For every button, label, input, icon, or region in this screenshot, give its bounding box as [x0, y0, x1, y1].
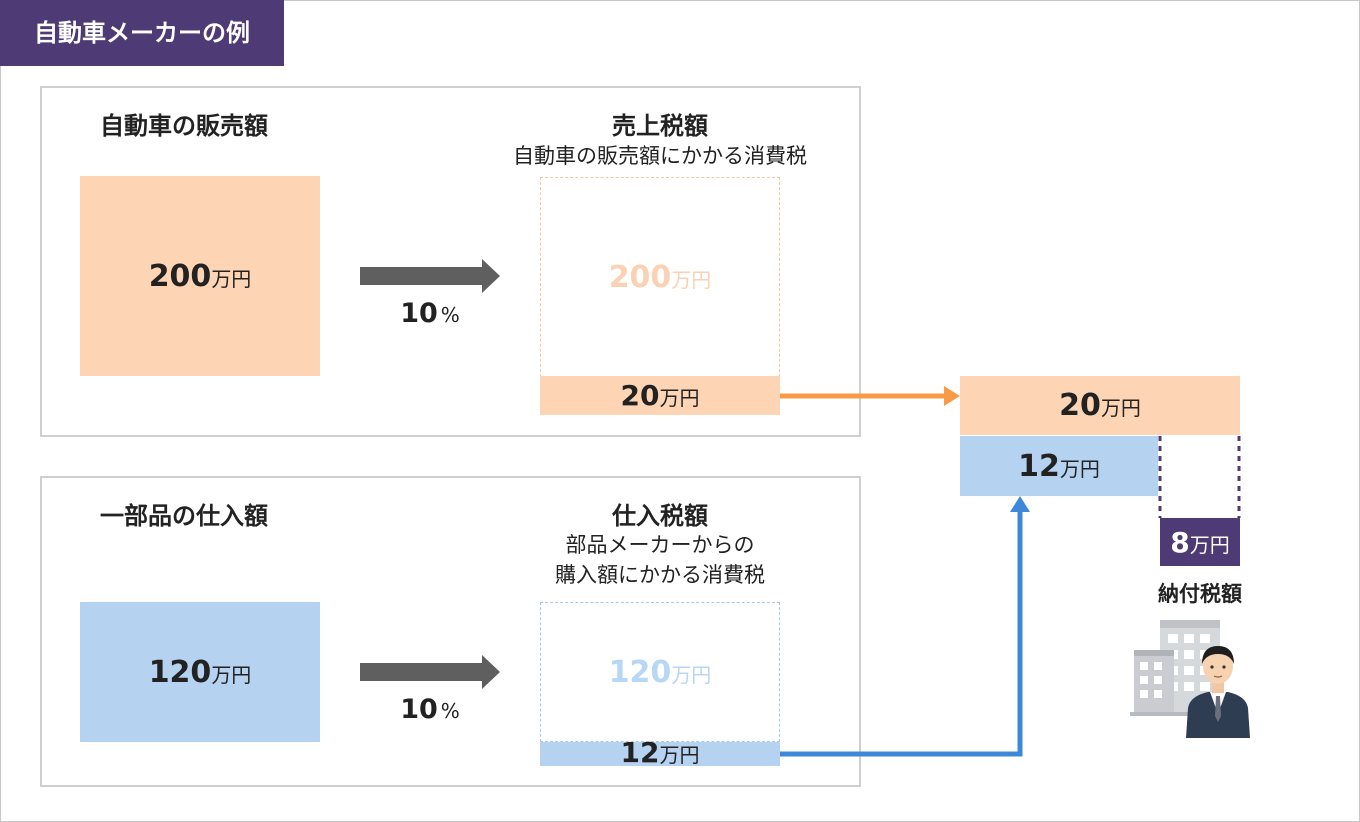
purchase-amount: 120万円 [148, 654, 252, 690]
sales-rate-label: 10% [400, 298, 460, 329]
purchase-rate-label: 10% [400, 694, 460, 725]
payment-amount: 8万円 [1170, 525, 1230, 559]
payment-label: 納付税額 [1158, 582, 1242, 606]
purchase-faded-amount: 120万円 [608, 654, 712, 690]
sales-faded-amount-box: 200万円 [540, 177, 780, 377]
payment-dashed-bracket [1158, 436, 1241, 518]
purchase-tax-amount: 12万円 [620, 735, 700, 769]
purchase-tax-heading: 仕入税額 [612, 502, 708, 530]
blue-arrow [780, 496, 1030, 757]
purchase-faded-amount-box: 120万円 [540, 602, 780, 742]
sales-tax-description: 自動車の販売額にかかる消費税 [513, 144, 807, 168]
payment-box: 8万円 [1160, 518, 1240, 566]
result-sales-tax: 20万円 [1059, 388, 1141, 423]
purchase-tax-box: 12万円 [540, 736, 780, 769]
result-purchase-tax: 12万円 [1018, 448, 1100, 484]
sales-amount: 200万円 [148, 258, 252, 294]
sales-rate-arrow [360, 259, 500, 293]
purchase-tax-description-line1: 部品メーカーからの [565, 533, 755, 557]
sales-faded-amount: 200万円 [608, 259, 712, 295]
purchase-heading: 一部品の仕入額 [100, 502, 268, 530]
orange-arrow [780, 386, 960, 406]
sales-heading: 自動車の販売額 [100, 112, 268, 140]
purchase-rate-arrow [360, 655, 500, 689]
sales-tax-amount: 20万円 [620, 379, 700, 412]
purchase-amount-box: 120万円 [80, 602, 320, 742]
example-title-tag: 自動車メーカーの例 [0, 0, 284, 66]
sales-amount-box: 200万円 [80, 176, 320, 376]
result-sales-tax-box: 20万円 [960, 376, 1240, 435]
sales-tax-heading: 売上税額 [612, 112, 708, 140]
purchase-tax-description-line2: 購入額にかかる消費税 [555, 563, 765, 587]
result-purchase-tax-box: 12万円 [960, 436, 1158, 496]
office-building-businessman-icon [1130, 620, 1250, 738]
sales-tax-box: 20万円 [540, 376, 780, 415]
